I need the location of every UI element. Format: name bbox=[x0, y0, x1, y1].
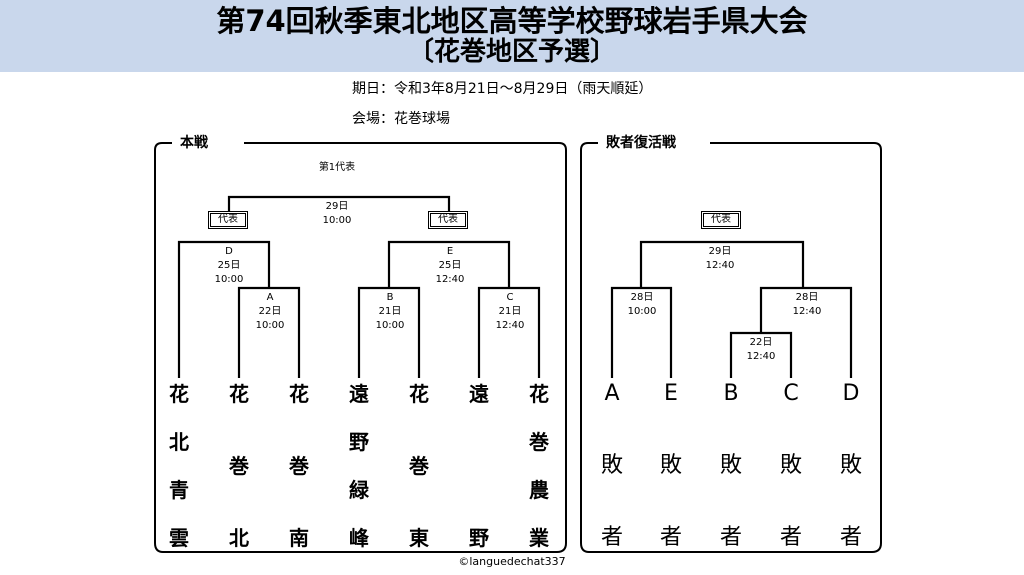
match-d-id: D bbox=[225, 246, 233, 257]
team-char: 北 bbox=[169, 430, 189, 454]
main-rep-box-right: 代表 bbox=[428, 211, 468, 229]
team-char: 北 bbox=[229, 526, 249, 550]
repechage-panel-frame bbox=[580, 142, 882, 553]
rep-final-line bbox=[639, 240, 805, 288]
main-d-line bbox=[177, 240, 271, 378]
rep-right-line bbox=[759, 286, 853, 378]
match-b-date: 21日 bbox=[378, 306, 402, 317]
team-char: 巻 bbox=[409, 454, 429, 478]
title-banner: 第74回秋季東北地区高等学校野球岩手県大会 〔花巻地区予選〕 bbox=[0, 0, 1024, 72]
rep-rep-box: 代表 bbox=[701, 211, 741, 229]
match-a-time: 10:00 bbox=[255, 320, 285, 331]
main-a-line bbox=[237, 286, 301, 378]
main-c-line bbox=[477, 286, 541, 378]
loser-char: 者 bbox=[839, 525, 862, 550]
team-char: 巻 bbox=[289, 454, 309, 478]
rep-final-time: 12:40 bbox=[705, 260, 735, 271]
main-b-line bbox=[357, 286, 421, 378]
team-char: 野 bbox=[349, 430, 369, 454]
rep-right-date: 28日 bbox=[795, 292, 819, 303]
rep-left-line bbox=[610, 286, 673, 378]
match-e-id: E bbox=[446, 246, 454, 257]
main-final-date: 29日 bbox=[325, 201, 349, 212]
match-d-date: 25日 bbox=[217, 260, 241, 271]
loser-letter: B bbox=[723, 381, 739, 406]
main-e-line bbox=[387, 240, 511, 288]
loser-char: 者 bbox=[719, 525, 742, 550]
team-char: 遠 bbox=[469, 382, 489, 406]
match-a-date: 22日 bbox=[258, 306, 282, 317]
main-final-line bbox=[227, 195, 451, 212]
rep-left-time: 10:00 bbox=[627, 306, 657, 317]
team-char: 巻 bbox=[529, 430, 549, 454]
team-char: 遠 bbox=[349, 382, 369, 406]
rep-bc-line bbox=[729, 331, 793, 378]
loser-char: 敗 bbox=[839, 453, 862, 478]
team-char: 峰 bbox=[349, 526, 369, 550]
team-char: 業 bbox=[529, 526, 549, 550]
team-char: 花 bbox=[229, 382, 249, 406]
main-panel-frame bbox=[154, 142, 567, 553]
rep-right-time: 12:40 bbox=[792, 306, 822, 317]
match-a-id: A bbox=[266, 292, 274, 303]
copyright-credit: ©languedechat337 bbox=[458, 555, 566, 568]
team-char: 南 bbox=[289, 526, 309, 550]
main-final-time: 10:00 bbox=[322, 215, 352, 226]
match-c-time: 12:40 bbox=[495, 320, 525, 331]
match-c-id: C bbox=[506, 292, 514, 303]
match-b-time: 10:00 bbox=[375, 320, 405, 331]
title-main: 第74回秋季東北地区高等学校野球岩手県大会 bbox=[216, 4, 808, 38]
loser-letter: D bbox=[842, 381, 860, 406]
rep-bc-time: 12:40 bbox=[746, 351, 776, 362]
team-char: 花 bbox=[169, 382, 189, 406]
team-char: 野 bbox=[469, 526, 489, 550]
loser-char: 敗 bbox=[600, 453, 623, 478]
team-char: 東 bbox=[409, 526, 429, 550]
venue-info: 会場：花巻球場 bbox=[352, 111, 450, 127]
main-rep-box-left: 代表 bbox=[208, 211, 248, 229]
team-char: 青 bbox=[169, 478, 189, 502]
team-char: 花 bbox=[529, 382, 549, 406]
loser-char: 敗 bbox=[779, 453, 802, 478]
first-representative-label: 第1代表 bbox=[318, 162, 356, 173]
date-info: 期日：令和3年8月21日～8月29日（雨天順延） bbox=[352, 81, 653, 97]
rep-final-date: 29日 bbox=[708, 246, 732, 257]
loser-letter: E bbox=[664, 381, 678, 406]
loser-char: 敗 bbox=[659, 453, 682, 478]
match-d-time: 10:00 bbox=[214, 274, 244, 285]
team-char: 緑 bbox=[349, 478, 369, 502]
loser-char: 者 bbox=[779, 525, 802, 550]
team-char: 巻 bbox=[229, 454, 249, 478]
loser-char: 者 bbox=[600, 525, 623, 550]
team-char: 花 bbox=[409, 382, 429, 406]
team-char: 花 bbox=[289, 382, 309, 406]
main-panel-title: 本戦 bbox=[174, 135, 214, 151]
rep-left-date: 28日 bbox=[630, 292, 654, 303]
rep-bc-date: 22日 bbox=[749, 337, 773, 348]
team-char: 雲 bbox=[169, 526, 189, 550]
match-c-date: 21日 bbox=[498, 306, 522, 317]
loser-letter: A bbox=[604, 381, 620, 406]
title-sub: 〔花巻地区予選〕 bbox=[407, 37, 616, 67]
loser-char: 敗 bbox=[719, 453, 742, 478]
match-e-date: 25日 bbox=[438, 260, 462, 271]
repechage-panel-title: 敗者復活戦 bbox=[600, 135, 682, 151]
loser-char: 者 bbox=[659, 525, 682, 550]
match-b-id: B bbox=[386, 292, 394, 303]
match-e-time: 12:40 bbox=[435, 274, 465, 285]
team-char: 農 bbox=[529, 478, 549, 502]
loser-letter: C bbox=[783, 381, 799, 406]
